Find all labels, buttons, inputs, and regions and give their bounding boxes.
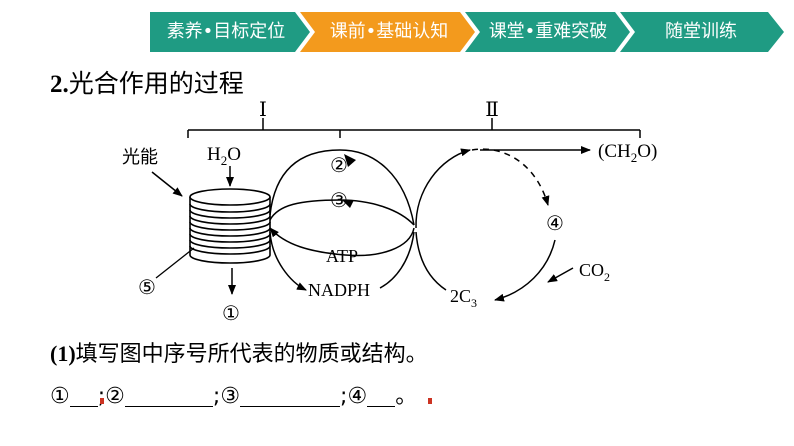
- nav-tabs-shapes: [150, 12, 784, 52]
- marker-5: ⑤: [138, 275, 156, 299]
- tab-ktang[interactable]: 课堂•重难突破: [488, 21, 608, 42]
- tab-shape-2[interactable]: [300, 12, 475, 52]
- light-energy-label: 光能: [122, 147, 158, 168]
- blank-3-marker: ③: [220, 384, 241, 409]
- light-arrow: [151, 171, 183, 197]
- marker-2: ②: [330, 153, 348, 177]
- blank-2[interactable]: [124, 384, 213, 407]
- question-text: 填写图中序号所代表的物质或结构。: [75, 342, 428, 367]
- sep-1: ;: [97, 384, 106, 409]
- tab-shape-3[interactable]: [465, 12, 630, 52]
- blank-1-marker: ①: [50, 384, 70, 409]
- heading-text: 光合作用的过程: [68, 69, 244, 98]
- sentence-end: 。: [395, 384, 418, 409]
- marker-5-leader: [155, 247, 195, 279]
- c3-label: 2C3: [450, 286, 477, 310]
- marker-4: ④: [546, 211, 564, 235]
- blank-2-marker: ②: [105, 384, 125, 409]
- sep-2: ;: [212, 384, 221, 409]
- grana-stack: [189, 188, 271, 264]
- red-mark-2: [428, 398, 432, 404]
- marker-3: ③: [330, 188, 348, 212]
- marker-1: ①: [222, 301, 240, 325]
- nadph-label: NADPH: [308, 280, 370, 300]
- co2-arrow: [547, 267, 574, 283]
- tab-shape-1[interactable]: [150, 12, 310, 52]
- sep-3: ;: [340, 384, 348, 409]
- heading-number: 2.: [50, 71, 69, 98]
- arrowhead-3: [342, 200, 354, 208]
- co2-label: CO2: [579, 260, 610, 284]
- red-mark-1: [100, 398, 104, 404]
- question-1: (1)填写图中序号所代表的物质或结构。: [50, 336, 428, 368]
- stage-bracket: [187, 118, 641, 138]
- blank-4-marker: ④: [347, 384, 368, 409]
- tab-suyang[interactable]: 素养•目标定位: [166, 21, 286, 42]
- sugar-label: (CH2O): [598, 141, 657, 165]
- atp-label: ATP: [326, 246, 358, 266]
- calvin-cycle: [415, 148, 556, 302]
- stage-1-label: Ⅰ: [259, 99, 267, 121]
- section-heading: 2.光合作用的过程: [50, 64, 244, 100]
- arrowhead-2: [344, 154, 356, 167]
- stage-2-label: Ⅱ: [485, 99, 499, 121]
- answer-blanks: ①;②;③;④。: [50, 378, 417, 410]
- blank-3[interactable]: [240, 384, 341, 407]
- tab-shape-4[interactable]: [620, 12, 784, 52]
- tab-suitang[interactable]: 随堂训练: [665, 21, 737, 42]
- water-label: H2O: [207, 144, 241, 168]
- tab-kqian[interactable]: 课前•基础认知: [329, 21, 449, 42]
- question-number: (1): [50, 341, 76, 366]
- blank-4[interactable]: [367, 384, 396, 407]
- light-reaction-cycle: [269, 149, 415, 291]
- nav-bar: 素养•目标定位 课前•基础认知 课堂•重难突破 随堂训练: [150, 12, 784, 52]
- blank-1[interactable]: [69, 384, 98, 407]
